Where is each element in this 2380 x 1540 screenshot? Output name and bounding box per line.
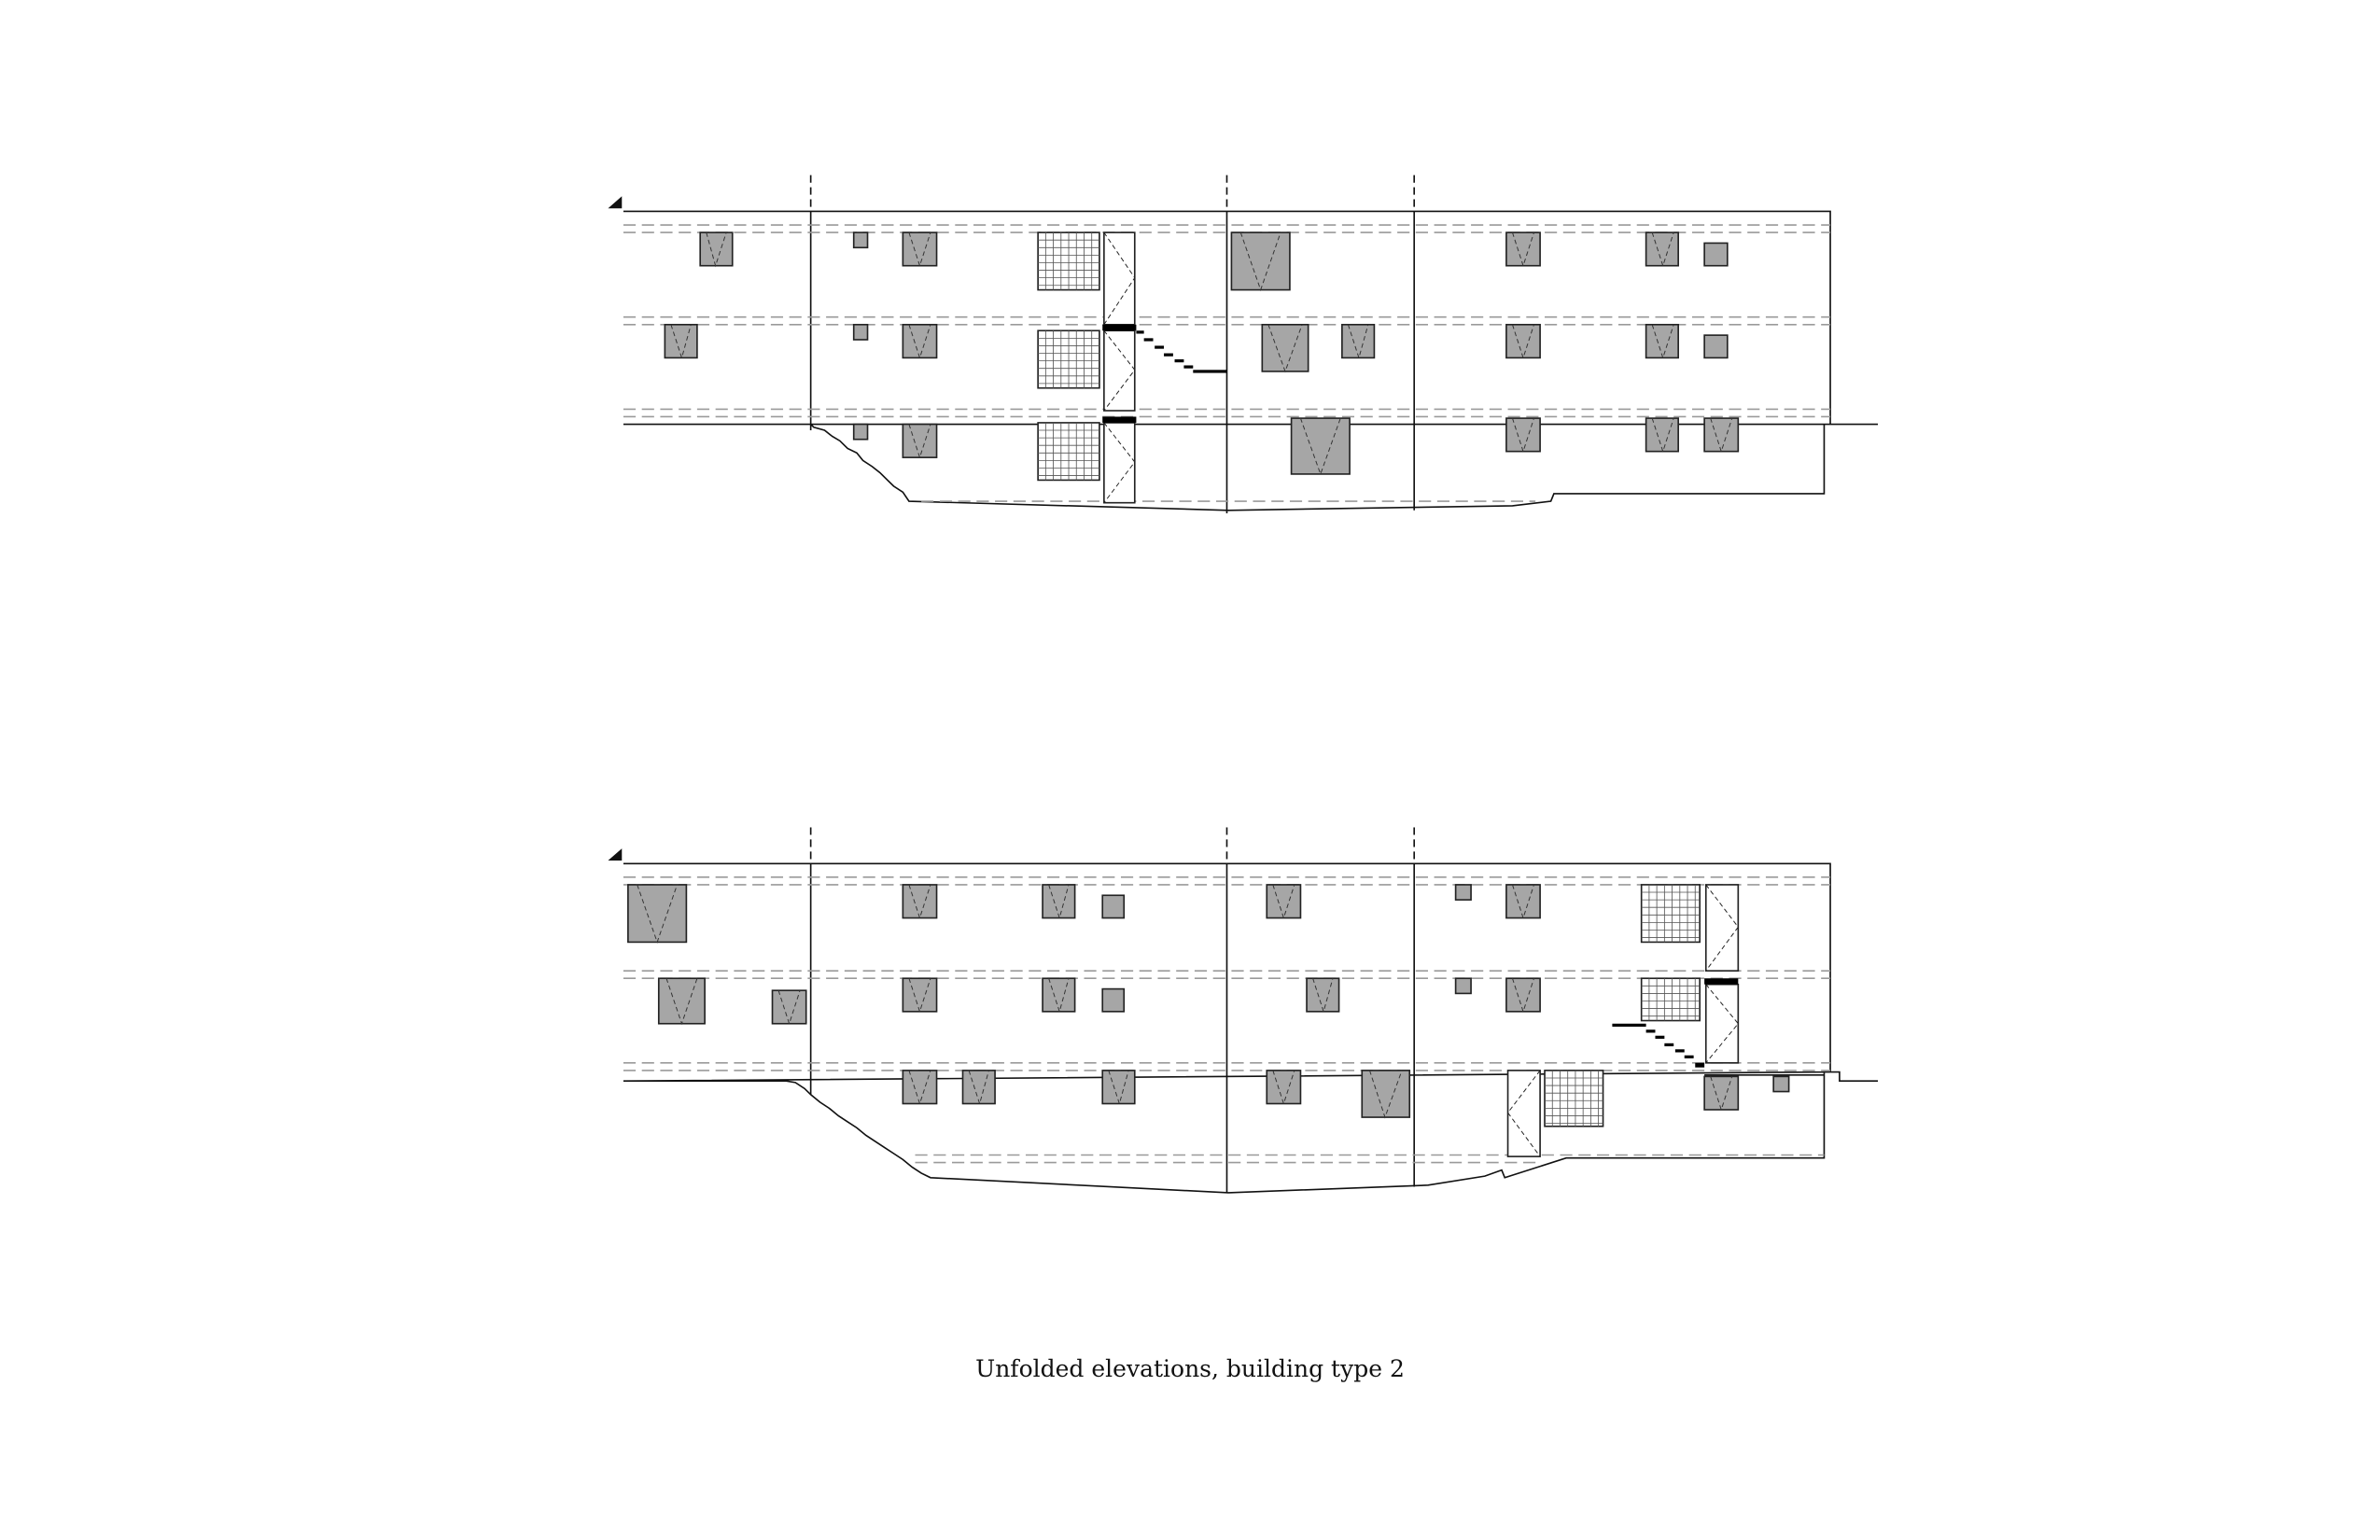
stair: [1612, 978, 1739, 1068]
stair: [1102, 324, 1227, 423]
upper-elevation: [608, 175, 1879, 513]
glazing-grid: [1037, 231, 1100, 482]
windows: [664, 231, 1740, 475]
facade-outline: [623, 862, 1879, 1194]
glazing-grid: [1544, 884, 1701, 1127]
window-sash-lines: [670, 231, 1733, 476]
lower-elevation: [608, 827, 1879, 1194]
window-sash-lines: [637, 884, 1733, 1119]
doors: [1506, 884, 1740, 1157]
floor-lines: [623, 876, 1831, 1164]
doors: [1103, 231, 1136, 504]
section-marker-icon: [608, 848, 623, 861]
section-marker-icon: [608, 196, 623, 209]
windows: [627, 884, 1790, 1118]
figure-caption: Unfolded elevations, building type 2: [975, 1355, 1405, 1382]
floor-lines: [623, 224, 1831, 502]
